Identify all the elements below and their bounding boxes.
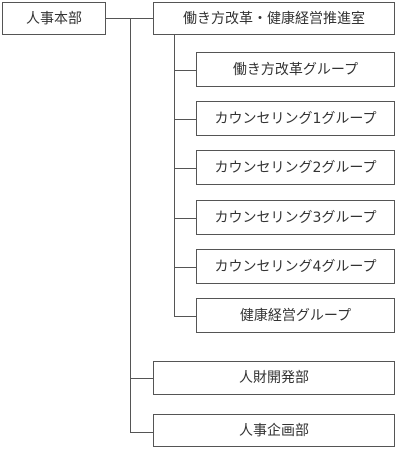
org-node-group-1: 働き方改革グループ [196,52,395,87]
connector-group-3 [174,168,197,169]
office-trunk-line [174,34,175,316]
org-node-group-3: カウンセリング2グループ [196,150,395,185]
connector-group-1 [174,70,197,71]
org-node-label: カウンセリング3グループ [214,209,377,226]
org-node-label: 働き方改革グループ [232,61,359,78]
org-node-group-4: カウンセリング3グループ [196,200,395,235]
org-node-label: 働き方改革・健康経営推進室 [183,10,365,27]
org-node-group-6: 健康経営グループ [196,298,395,333]
org-node-label: 健康経営グループ [239,307,352,324]
org-node-jinzai-kaihatsu: 人財開発部 [153,361,395,395]
org-node-jinji-kikaku: 人事企画部 [153,414,395,447]
org-node-label: カウンセリング4グループ [214,258,377,275]
connector-to-jinji-kikaku [130,432,153,433]
org-node-group-2: カウンセリング1グループ [196,101,395,136]
connector-group-4 [174,218,197,219]
root-branch-connector [105,18,153,19]
org-node-root: 人事本部 [2,2,106,35]
connector-to-jinzai-kaihatsu [130,378,153,379]
org-node-label: 人事本部 [26,10,82,27]
org-node-label: カウンセリング2グループ [214,159,377,176]
org-node-group-5: カウンセリング4グループ [196,249,395,284]
org-node-label: カウンセリング1グループ [214,110,377,127]
org-node-office: 働き方改革・健康経営推進室 [153,2,395,35]
connector-group-5 [174,267,197,268]
connector-group-6 [174,316,197,317]
connector-group-2 [174,119,197,120]
root-trunk-line [130,18,131,432]
org-node-label: 人事企画部 [239,422,309,439]
org-node-label: 人財開発部 [239,370,309,386]
